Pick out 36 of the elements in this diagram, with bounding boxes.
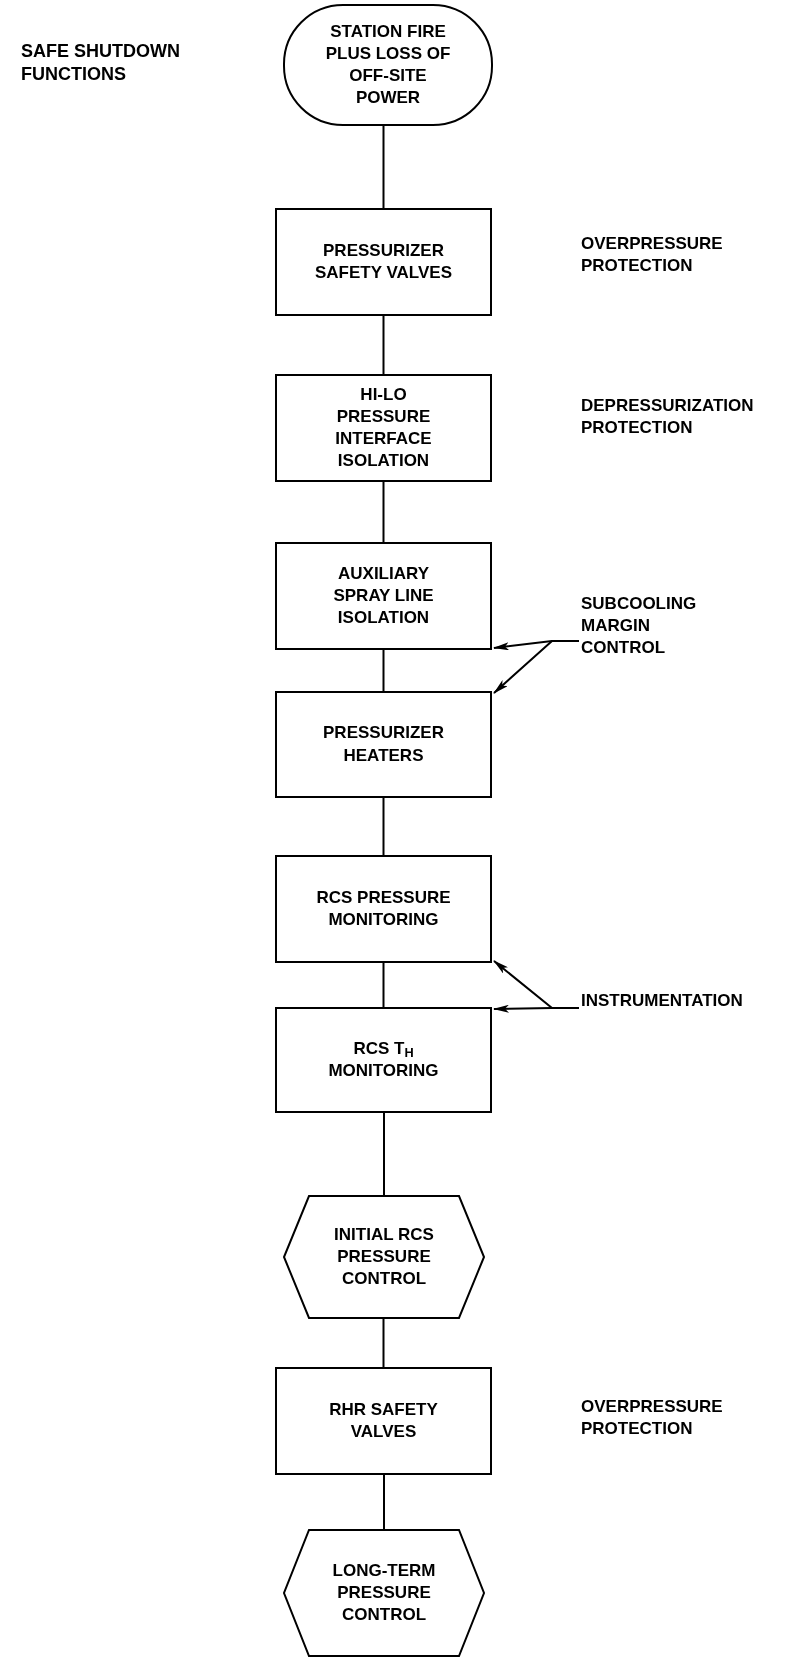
arrow: [493, 1004, 580, 1013]
connector-line: [382, 125, 385, 209]
process-box: [275, 1007, 492, 1113]
connector-line: [382, 315, 385, 375]
side-label: DEPRESSURIZATION PROTECTION: [581, 395, 755, 440]
node-label: RCS PRESSURE MONITORING: [315, 886, 452, 931]
node-label: HI-LO PRESSURE INTERFACE ISOLATION: [334, 383, 433, 473]
process-box: [275, 1367, 492, 1475]
connector-line: [382, 649, 385, 692]
node-label: STATION FIRE PLUS LOSS OF OFF-SITE POWER: [324, 20, 452, 110]
node-label: AUXILIARY SPRAY LINE ISOLATION: [332, 562, 435, 630]
process-box: [275, 208, 492, 316]
hexagon-box: [283, 1529, 485, 1657]
node-label: RHR SAFETY VALVES: [328, 1398, 439, 1443]
process-box: [275, 542, 492, 650]
node-label: PRESSURIZER SAFETY VALVES: [314, 239, 453, 284]
side-label: SUBCOOLING MARGIN CONTROL: [581, 593, 698, 660]
arrow: [493, 640, 580, 694]
connector-line: [382, 962, 385, 1008]
process-box: [275, 374, 492, 482]
connector-line: [383, 1112, 385, 1196]
connector-line: [383, 1474, 385, 1530]
node-label: PRESSURIZER HEATERS: [322, 722, 445, 767]
heading: SAFE SHUTDOWN FUNCTIONS: [21, 40, 181, 87]
process-box: [275, 691, 492, 798]
connector-line: [382, 797, 385, 856]
side-label: INSTRUMENTATION: [581, 990, 744, 1012]
connector-line: [382, 481, 385, 543]
connector-line: [382, 1318, 385, 1368]
process-box: [275, 855, 492, 963]
node-label: RCS T$_{H}$ MONITORING: [327, 1037, 440, 1082]
side-label: OVERPRESSURE PROTECTION: [581, 233, 724, 278]
hexagon-box: [283, 1195, 485, 1319]
side-label: OVERPRESSURE PROTECTION: [581, 1396, 724, 1441]
node-label: LONG-TERM PRESSURE CONTROL: [331, 1559, 437, 1627]
node-label: INITIAL RCS PRESSURE CONTROL: [333, 1223, 435, 1291]
